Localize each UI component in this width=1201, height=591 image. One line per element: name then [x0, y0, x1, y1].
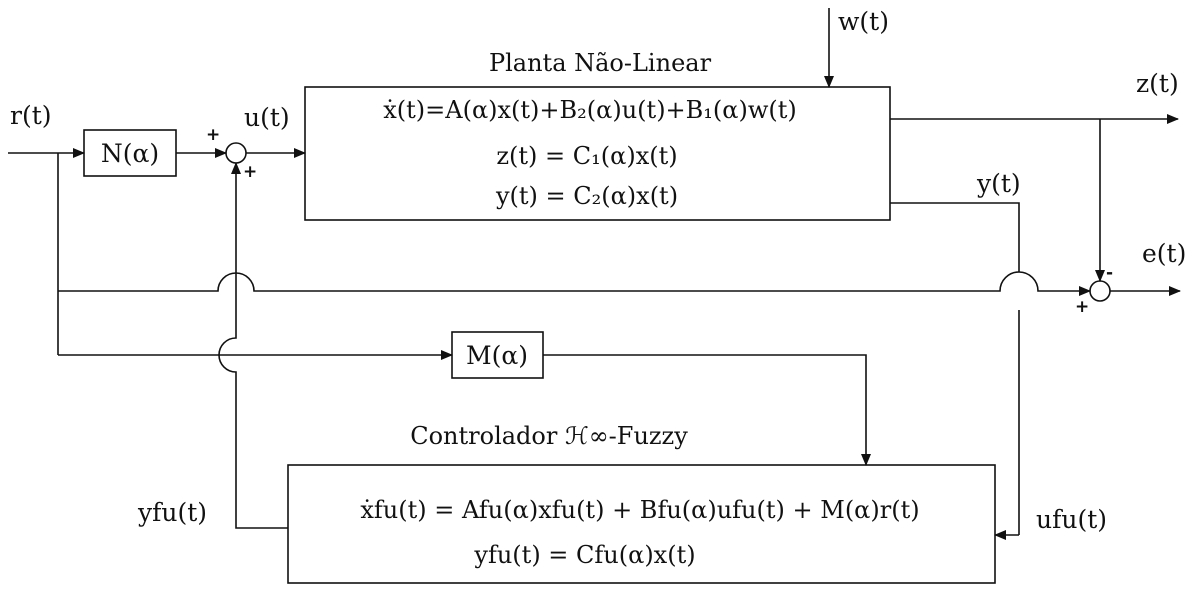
controller-title: Controlador ℋ∞-Fuzzy [410, 422, 688, 450]
reference-to-error-junction-wire [58, 271, 1091, 296]
controller-state-equation: ẋfu(t) = Afu(α)xfu(t) + Bfu(α)ufu(t) + M… [360, 496, 919, 524]
measured-output-wire [890, 202, 1020, 272]
n-gain-label: N(α) [101, 139, 159, 168]
n-gain-block [83, 129, 177, 177]
controller-input-label: ufu(t) [1036, 505, 1107, 534]
sum2-top-sign: - [1106, 263, 1113, 283]
m-to-controller-wire [543, 354, 871, 466]
controller-block [287, 464, 996, 584]
plant-block [304, 86, 891, 221]
sum2-left-sign: + [1075, 297, 1089, 317]
error-summing-junction [1089, 280, 1111, 302]
input-summing-junction [225, 142, 247, 164]
plant-title: Planta Não-Linear [489, 49, 712, 77]
plant-output-equation: y(t) = C₂(α)x(t) [495, 182, 678, 210]
measured-output-label: y(t) [976, 169, 1021, 198]
disturbance-label: w(t) [838, 7, 889, 36]
controller-output-label: yfu(t) [137, 498, 207, 527]
control-signal-label: u(t) [244, 103, 290, 132]
sum1-bottom-sign: + [243, 162, 257, 182]
controller-feedback-wire [218, 162, 288, 529]
reference-label: r(t) [10, 101, 52, 130]
error-label: e(t) [1142, 239, 1186, 268]
plant-performance-equation: z(t) = C₁(α)x(t) [496, 142, 677, 170]
performance-label: z(t) [1136, 69, 1179, 98]
m-gain-label: M(α) [466, 341, 528, 370]
plant-state-equation: ẋ(t)=A(α)x(t)+B₂(α)u(t)+B₁(α)w(t) [383, 96, 797, 124]
controller-output-equation: yfu(t) = Cfu(α)x(t) [473, 541, 695, 569]
sum1-top-sign: + [206, 125, 220, 145]
